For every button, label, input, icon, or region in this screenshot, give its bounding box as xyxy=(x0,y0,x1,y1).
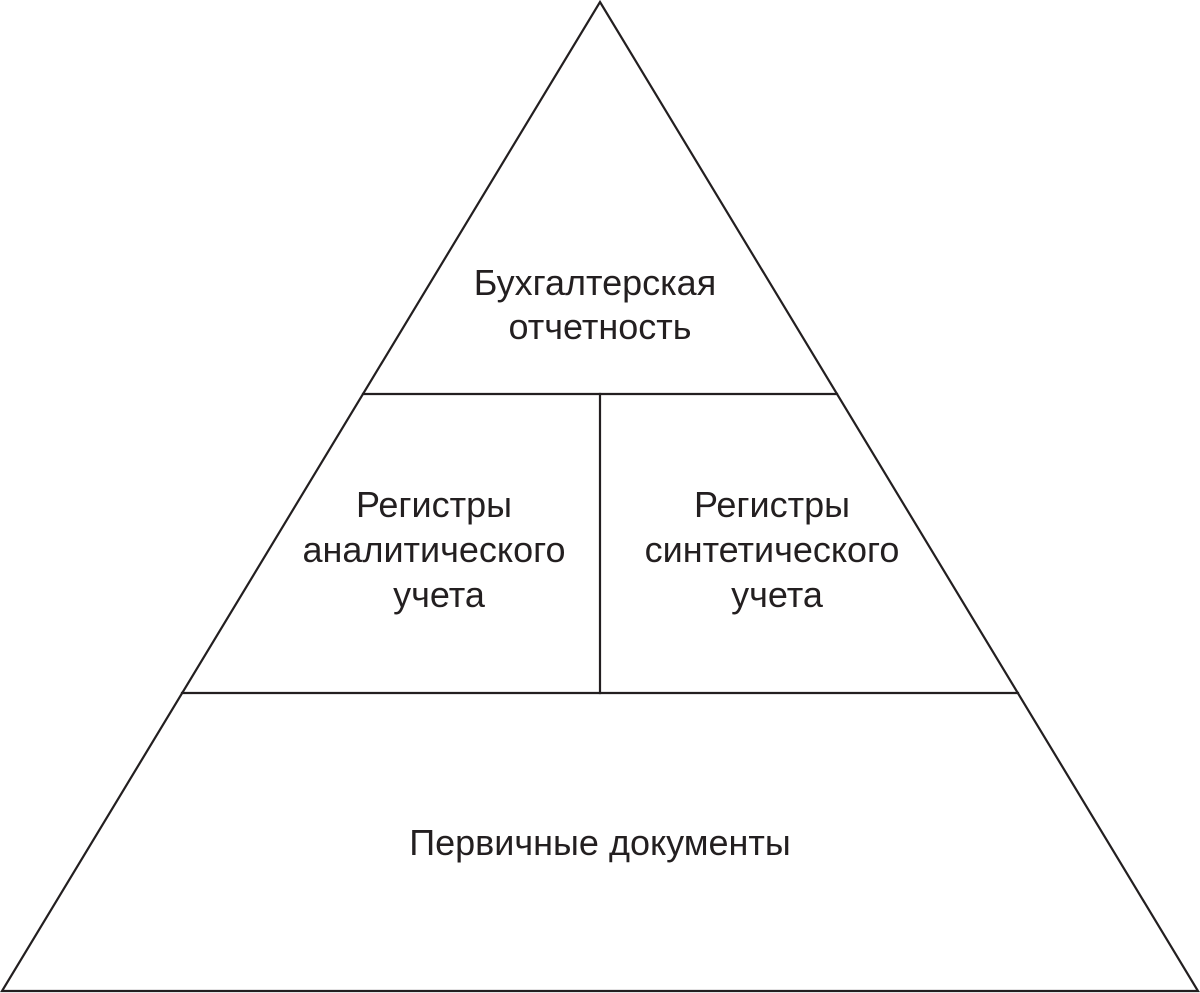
tier-bottom-label: Первичные документы xyxy=(409,822,790,863)
tier-top-line-1: Бухгалтерская xyxy=(474,262,716,303)
tier-bottom-line-1: Первичные документы xyxy=(409,822,790,863)
tier-top-line-2: отчетность xyxy=(509,306,692,347)
tier-middle-right-label: Регистры синтетического учета xyxy=(645,484,910,615)
tier-middle-left-line-2: аналитического xyxy=(303,529,566,570)
tier-middle-right-line-2: синтетического xyxy=(645,529,900,570)
tier-middle-left-line-1: Регистры xyxy=(356,484,512,525)
tier-middle-left-line-3: учета xyxy=(393,574,486,615)
tier-top-label: Бухгалтерская отчетность xyxy=(474,262,726,347)
tier-middle-right-line-1: Регистры xyxy=(694,484,850,525)
tier-middle-right-line-3: учета xyxy=(731,574,824,615)
tier-middle-left-label: Регистры аналитического учета xyxy=(303,484,576,615)
